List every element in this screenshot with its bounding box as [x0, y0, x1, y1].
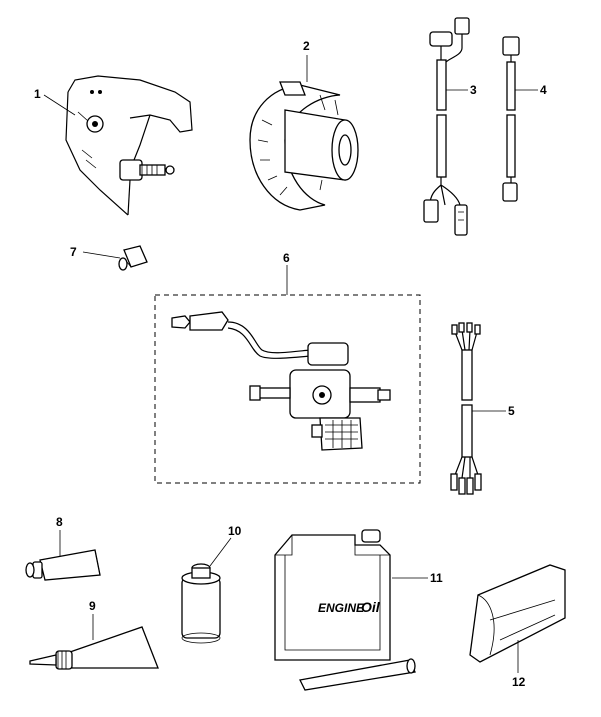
sealant-tube-icon [29, 626, 159, 670]
svg-text:8: 8 [56, 515, 63, 529]
oil-jug-icon: ENGINE Oil [274, 529, 416, 691]
callout-8: 8 [56, 515, 63, 556]
svg-text:10: 10 [228, 524, 242, 538]
svg-text:7: 7 [70, 245, 77, 259]
callout-6: 6 [283, 251, 290, 295]
svg-text:3: 3 [470, 83, 477, 97]
adapter-lead-icon [502, 36, 520, 202]
callout-10: 10 [209, 524, 242, 567]
callout-2: 2 [303, 39, 310, 82]
flywheel-holder-icon [249, 81, 359, 211]
spray-can-icon [181, 563, 221, 644]
drive-shaft-housing-icon [65, 75, 193, 216]
test-lead-icon [450, 322, 482, 495]
svg-text:12: 12 [512, 675, 526, 689]
callout-4: 4 [515, 83, 547, 97]
grease-tube-icon [25, 549, 101, 581]
callout-5: 5 [472, 404, 515, 418]
fuel-pump-kit-icon [154, 294, 421, 484]
svg-text:4: 4 [540, 83, 547, 97]
bag-icon [469, 564, 566, 663]
svg-text:2: 2 [303, 39, 310, 53]
callout-12: 12 [512, 640, 526, 689]
callout-9: 9 [89, 599, 96, 640]
engine-label: ENGINE [318, 601, 365, 615]
svg-text:5: 5 [508, 404, 515, 418]
plug-icon [118, 245, 148, 271]
callout-11: 11 [392, 571, 443, 585]
callout-7: 7 [70, 245, 121, 259]
callout-1: 1 [34, 87, 76, 116]
svg-text:9: 9 [89, 599, 96, 613]
svg-text:6: 6 [283, 251, 290, 265]
svg-text:1: 1 [34, 87, 41, 101]
wiring-harness-icon [423, 17, 470, 236]
svg-text:11: 11 [430, 571, 443, 585]
oil-label: Oil [361, 599, 381, 615]
callout-3: 3 [446, 83, 477, 97]
